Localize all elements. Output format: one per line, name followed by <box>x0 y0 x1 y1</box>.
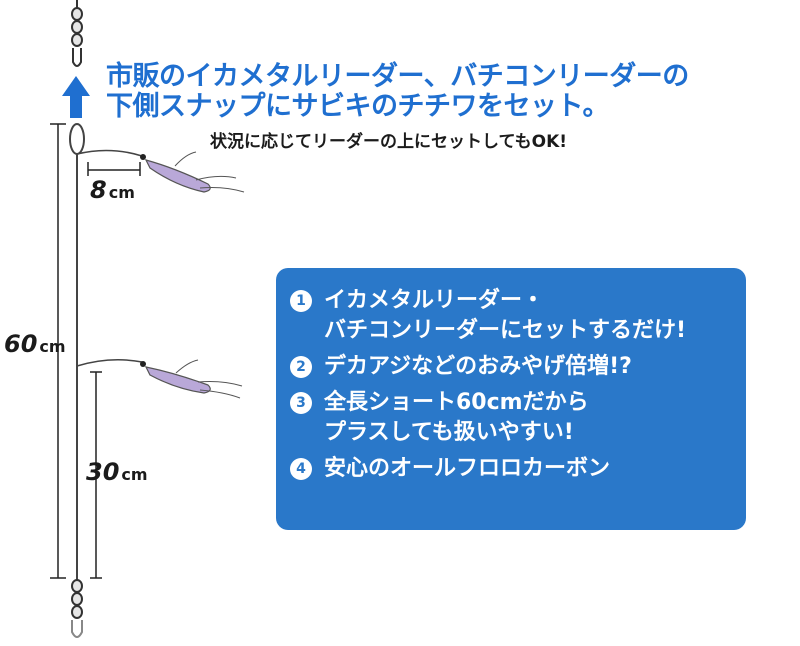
top-swivel-icon <box>71 0 83 67</box>
dimension-30cm-bracket <box>90 371 102 579</box>
dimension-value: 60 <box>4 330 38 358</box>
feature-item-2: 2 デカアジなどのおみやげ倍増!? <box>290 352 736 382</box>
feature-text-line: 全長ショート60cmだから <box>324 390 589 415</box>
feature-text-line: デカアジなどのおみやげ倍増!? <box>324 354 632 379</box>
feature-text: イカメタルリーダー・ バチコンリーダーにセットするだけ! <box>324 286 686 346</box>
feature-text-line: バチコンリーダーにセットするだけ! <box>324 318 687 343</box>
feature-text-line: プラスしても扱いやすい! <box>324 420 574 445</box>
feature-item-3: 3 全長ショート60cmだから プラスしても扱いやすい! <box>290 388 736 448</box>
feature-item-1: 1 イカメタルリーダー・ バチコンリーダーにセットするだけ! <box>290 286 736 346</box>
heading-line-1: 市販のイカメタルリーダー、バチコンリーダーの <box>106 61 689 92</box>
feature-text: 安心のオールフロロカーボン <box>324 454 610 484</box>
dimension-unit: cm <box>39 337 66 356</box>
feature-text: デカアジなどのおみやげ倍増!? <box>324 352 632 382</box>
feature-text-line: 安心のオールフロロカーボン <box>324 456 611 481</box>
feature-text: 全長ショート60cmだから プラスしても扱いやすい! <box>324 388 589 448</box>
dimension-60cm-bracket <box>50 123 66 579</box>
dimension-unit: cm <box>108 183 135 202</box>
feature-number-badge: 2 <box>290 356 312 378</box>
upper-branch-lure-icon <box>76 149 245 193</box>
top-loop-icon <box>69 123 85 155</box>
heading-line-2: 下側スナップにサビキのチチワをセット。 <box>106 91 609 122</box>
feature-text-line: イカメタルリーダー・ <box>324 288 545 313</box>
feature-number-badge: 4 <box>290 458 312 480</box>
feature-number-badge: 1 <box>290 290 312 312</box>
feature-item-4: 4 安心のオールフロロカーボン <box>290 454 736 484</box>
up-arrow-icon <box>62 76 90 118</box>
dimension-value: 30 <box>86 458 120 486</box>
lower-branch-lure-icon <box>76 359 243 399</box>
feature-number-badge: 3 <box>290 392 312 414</box>
bottom-swivel-icon <box>71 579 83 638</box>
dimension-value: 8 <box>90 176 107 204</box>
feature-list-box: 1 イカメタルリーダー・ バチコンリーダーにセットするだけ! 2 デカアジなどの… <box>276 268 746 530</box>
dimension-8cm-bracket <box>87 162 141 176</box>
dimension-unit: cm <box>121 465 148 484</box>
subheading: 状況に応じてリーダーの上にセットしてもOK! <box>210 132 568 152</box>
